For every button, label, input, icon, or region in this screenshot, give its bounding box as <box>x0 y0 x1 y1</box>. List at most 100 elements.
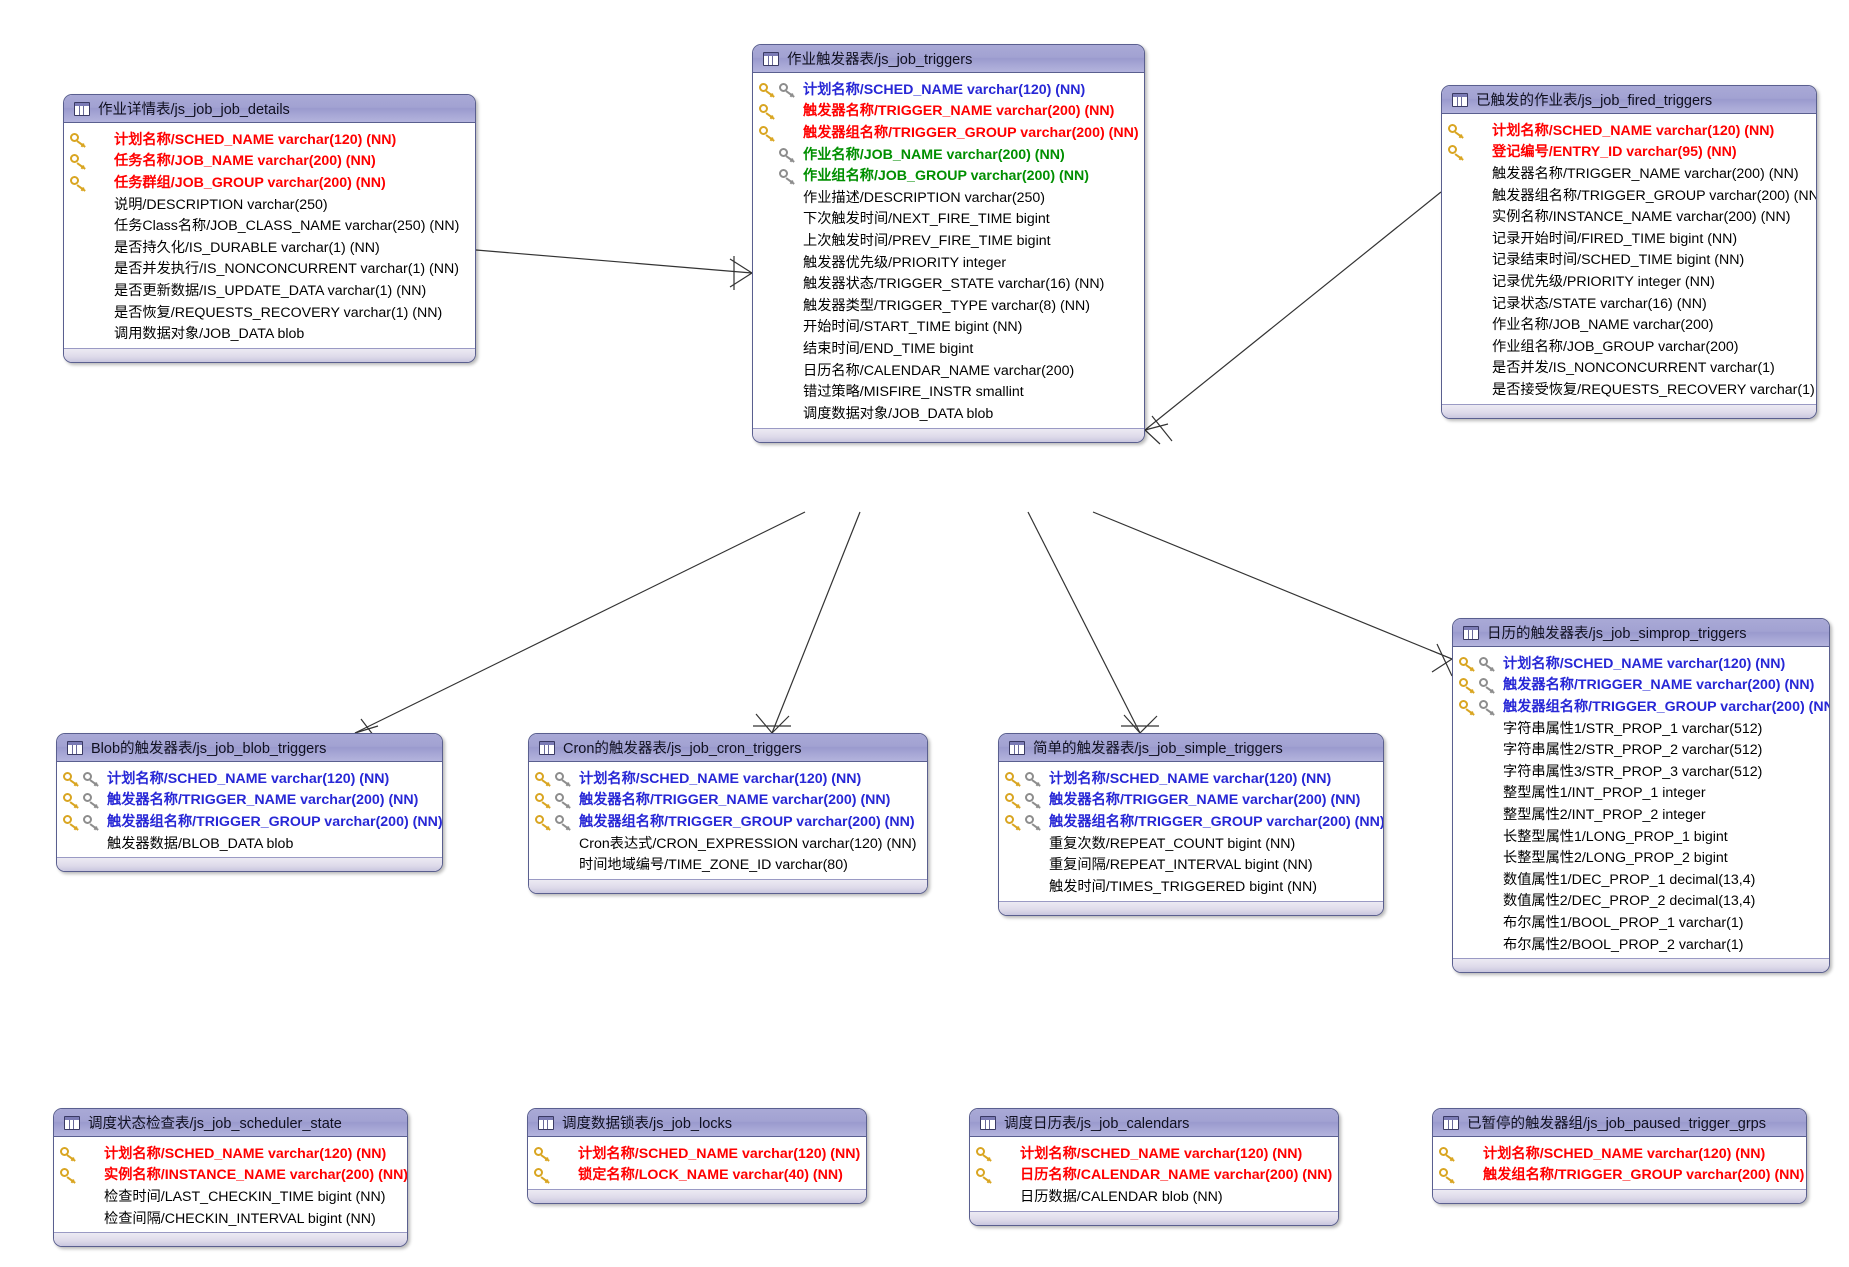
attribute-row[interactable]: 长整型属性2/LONG_PROP_2 bigint <box>1453 846 1829 868</box>
attribute-row[interactable]: 记录结束时间/SCHED_TIME bigint (NN) <box>1442 249 1816 271</box>
attribute-row[interactable]: 计划名称/SCHED_NAME varchar(120) (NN) <box>64 128 475 150</box>
attribute-row[interactable]: 作业组名称/JOB_GROUP varchar(200) <box>1442 335 1816 357</box>
attribute-row[interactable]: 日历名称/CALENDAR_NAME varchar(200) <box>753 359 1144 381</box>
attribute-row[interactable]: 触发器类型/TRIGGER_TYPE varchar(8) (NN) <box>753 294 1144 316</box>
entity-locks[interactable]: 调度数据锁表/js_job_locks 计划名称/SCHED_NAME varch… <box>527 1108 867 1205</box>
entity-job_triggers[interactable]: 作业触发器表/js_job_triggers 计划名称/SCHED_NAME va… <box>752 44 1145 443</box>
attribute-row[interactable]: 日历数据/CALENDAR blob (NN) <box>970 1185 1338 1207</box>
attribute-row[interactable]: 登记编号/ENTRY_ID varchar(95) (NN) <box>1442 141 1816 163</box>
entity-title-bar[interactable]: 已暂停的触发器组/js_job_paused_trigger_grps <box>1433 1109 1806 1137</box>
attribute-row[interactable]: 是否并发执行/IS_NONCONCURRENT varchar(1) (NN) <box>64 258 475 280</box>
attribute-row[interactable]: 计划名称/SCHED_NAME varchar(120) (NN) <box>1442 119 1816 141</box>
attribute-row[interactable]: 实例名称/INSTANCE_NAME varchar(200) (NN) <box>54 1164 407 1186</box>
attribute-row[interactable]: 是否更新数据/IS_UPDATE_DATA varchar(1) (NN) <box>64 279 475 301</box>
attribute-row[interactable]: 布尔属性1/BOOL_PROP_1 varchar(1) <box>1453 911 1829 933</box>
attribute-row[interactable]: 作业组名称/JOB_GROUP varchar(200) (NN) <box>753 164 1144 186</box>
entity-title-bar[interactable]: 日历的触发器表/js_job_simprop_triggers <box>1453 619 1829 647</box>
attribute-row[interactable]: 计划名称/SCHED_NAME varchar(120) (NN) <box>54 1142 407 1164</box>
entity-calendars[interactable]: 调度日历表/js_job_calendars 计划名称/SCHED_NAME va… <box>969 1108 1339 1226</box>
attribute-row[interactable]: 记录状态/STATE varchar(16) (NN) <box>1442 292 1816 314</box>
attribute-row[interactable]: 触发器名称/TRIGGER_NAME varchar(200) (NN) <box>753 100 1144 122</box>
attribute-row[interactable]: 计划名称/SCHED_NAME varchar(120) (NN) <box>1453 652 1829 674</box>
attribute-row[interactable]: 数值属性2/DEC_PROP_2 decimal(13,4) <box>1453 890 1829 912</box>
attribute-row[interactable]: 触发器名称/TRIGGER_NAME varchar(200) (NN) <box>57 789 442 811</box>
entity-blob_triggers[interactable]: Blob的触发器表/js_job_blob_triggers 计划名称/SCHED… <box>56 733 443 873</box>
entity-title-bar[interactable]: 作业触发器表/js_job_triggers <box>753 45 1144 73</box>
attribute-row[interactable]: 计划名称/SCHED_NAME varchar(120) (NN) <box>528 1142 866 1164</box>
entity-title-bar[interactable]: 调度数据锁表/js_job_locks <box>528 1109 866 1137</box>
attribute-row[interactable]: 触发组名称/TRIGGER_GROUP varchar(200) (NN) <box>1433 1164 1806 1186</box>
attribute-row[interactable]: 锁定名称/LOCK_NAME varchar(40) (NN) <box>528 1164 866 1186</box>
attribute-row[interactable]: 计划名称/SCHED_NAME varchar(120) (NN) <box>529 767 927 789</box>
attribute-row[interactable]: 是否恢复/REQUESTS_RECOVERY varchar(1) (NN) <box>64 301 475 323</box>
attribute-row[interactable]: 触发器组名称/TRIGGER_GROUP varchar(200) (NN) <box>1453 695 1829 717</box>
entity-title-bar[interactable]: 作业详情表/js_job_job_details <box>64 95 475 123</box>
attribute-row[interactable]: 触发器组名称/TRIGGER_GROUP varchar(200) (NN) <box>999 810 1383 832</box>
entity-scheduler_state[interactable]: 调度状态检查表/js_job_scheduler_state 计划名称/SCHED… <box>53 1108 408 1248</box>
attribute-row[interactable]: 触发器组名称/TRIGGER_GROUP varchar(200) (NN) <box>753 121 1144 143</box>
attribute-row[interactable]: Cron表达式/CRON_EXPRESSION varchar(120) (NN… <box>529 832 927 854</box>
entity-title-bar[interactable]: 调度日历表/js_job_calendars <box>970 1109 1338 1137</box>
attribute-row[interactable]: 字符串属性3/STR_PROP_3 varchar(512) <box>1453 760 1829 782</box>
attribute-row[interactable]: 任务名称/JOB_NAME varchar(200) (NN) <box>64 150 475 172</box>
attribute-row[interactable]: 时间地域编号/TIME_ZONE_ID varchar(80) <box>529 853 927 875</box>
attribute-row[interactable]: 作业名称/JOB_NAME varchar(200) <box>1442 313 1816 335</box>
attribute-row[interactable]: 触发器名称/TRIGGER_NAME varchar(200) (NN) <box>1453 674 1829 696</box>
attribute-row[interactable]: 任务Class名称/JOB_CLASS_NAME varchar(250) (N… <box>64 214 475 236</box>
attribute-row[interactable]: 作业描述/DESCRIPTION varchar(250) <box>753 186 1144 208</box>
attribute-row[interactable]: 开始时间/START_TIME bigint (NN) <box>753 316 1144 338</box>
entity-job_details[interactable]: 作业详情表/js_job_job_details 计划名称/SCHED_NAME … <box>63 94 476 363</box>
attribute-row[interactable]: 调度数据对象/JOB_DATA blob <box>753 402 1144 424</box>
entity-title-bar[interactable]: Blob的触发器表/js_job_blob_triggers <box>57 734 442 762</box>
attribute-row[interactable]: 说明/DESCRIPTION varchar(250) <box>64 193 475 215</box>
attribute-row[interactable]: 触发器状态/TRIGGER_STATE varchar(16) (NN) <box>753 272 1144 294</box>
entity-cron_triggers[interactable]: Cron的触发器表/js_job_cron_triggers 计划名称/SCHED… <box>528 733 928 894</box>
entity-simprop_triggers[interactable]: 日历的触发器表/js_job_simprop_triggers 计划名称/SCHE… <box>1452 618 1830 974</box>
attribute-row[interactable]: 重复次数/REPEAT_COUNT bigint (NN) <box>999 832 1383 854</box>
attribute-row[interactable]: 计划名称/SCHED_NAME varchar(120) (NN) <box>999 767 1383 789</box>
entity-title-bar[interactable]: 简单的触发器表/js_job_simple_triggers <box>999 734 1383 762</box>
attribute-row[interactable]: 触发器组名称/TRIGGER_GROUP varchar(200) (NN) <box>529 810 927 832</box>
attribute-row[interactable]: 触发时间/TIMES_TRIGGERED bigint (NN) <box>999 875 1383 897</box>
attribute-row[interactable]: 检查时间/LAST_CHECKIN_TIME bigint (NN) <box>54 1185 407 1207</box>
attribute-row[interactable]: 记录开始时间/FIRED_TIME bigint (NN) <box>1442 227 1816 249</box>
attribute-row[interactable]: 错过策略/MISFIRE_INSTR smallint <box>753 380 1144 402</box>
attribute-row[interactable]: 触发器组名称/TRIGGER_GROUP varchar(200) (NN) <box>1442 184 1816 206</box>
attribute-row[interactable]: 上次触发时间/PREV_FIRE_TIME bigint <box>753 229 1144 251</box>
attribute-row[interactable]: 字符串属性1/STR_PROP_1 varchar(512) <box>1453 717 1829 739</box>
attribute-row[interactable]: 记录优先级/PRIORITY integer (NN) <box>1442 270 1816 292</box>
attribute-row[interactable]: 长整型属性1/LONG_PROP_1 bigint <box>1453 825 1829 847</box>
attribute-row[interactable]: 整型属性2/INT_PROP_2 integer <box>1453 803 1829 825</box>
attribute-row[interactable]: 结束时间/END_TIME bigint <box>753 337 1144 359</box>
attribute-row[interactable]: 下次触发时间/NEXT_FIRE_TIME bigint <box>753 208 1144 230</box>
attribute-row[interactable]: 数值属性1/DEC_PROP_1 decimal(13,4) <box>1453 868 1829 890</box>
entity-paused_trigger_grps[interactable]: 已暂停的触发器组/js_job_paused_trigger_grps 计划名称/… <box>1432 1108 1807 1205</box>
attribute-row[interactable]: 触发器名称/TRIGGER_NAME varchar(200) (NN) <box>529 789 927 811</box>
entity-title-bar[interactable]: Cron的触发器表/js_job_cron_triggers <box>529 734 927 762</box>
attribute-row[interactable]: 检查间隔/CHECKIN_INTERVAL bigint (NN) <box>54 1207 407 1229</box>
attribute-row[interactable]: 计划名称/SCHED_NAME varchar(120) (NN) <box>57 767 442 789</box>
attribute-row[interactable]: 是否持久化/IS_DURABLE varchar(1) (NN) <box>64 236 475 258</box>
attribute-row[interactable]: 计划名称/SCHED_NAME varchar(120) (NN) <box>753 78 1144 100</box>
attribute-row[interactable]: 计划名称/SCHED_NAME varchar(120) (NN) <box>1433 1142 1806 1164</box>
attribute-row[interactable]: 触发器名称/TRIGGER_NAME varchar(200) (NN) <box>999 789 1383 811</box>
entity-title-bar[interactable]: 调度状态检查表/js_job_scheduler_state <box>54 1109 407 1137</box>
attribute-row[interactable]: 触发器数据/BLOB_DATA blob <box>57 832 442 854</box>
attribute-row[interactable]: 实例名称/INSTANCE_NAME varchar(200) (NN) <box>1442 205 1816 227</box>
attribute-row[interactable]: 调用数据对象/JOB_DATA blob <box>64 322 475 344</box>
attribute-row[interactable]: 重复间隔/REPEAT_INTERVAL bigint (NN) <box>999 853 1383 875</box>
attribute-row[interactable]: 作业名称/JOB_NAME varchar(200) (NN) <box>753 143 1144 165</box>
entity-simple_triggers[interactable]: 简单的触发器表/js_job_simple_triggers 计划名称/SCHED… <box>998 733 1384 916</box>
attribute-row[interactable]: 布尔属性2/BOOL_PROP_2 varchar(1) <box>1453 933 1829 955</box>
attribute-row[interactable]: 触发器优先级/PRIORITY integer <box>753 251 1144 273</box>
attribute-row[interactable]: 任务群组/JOB_GROUP varchar(200) (NN) <box>64 171 475 193</box>
attribute-row[interactable]: 是否接受恢复/REQUESTS_RECOVERY varchar(1) <box>1442 378 1816 400</box>
attribute-row[interactable]: 字符串属性2/STR_PROP_2 varchar(512) <box>1453 738 1829 760</box>
attribute-row[interactable]: 整型属性1/INT_PROP_1 integer <box>1453 782 1829 804</box>
attribute-row[interactable]: 触发器名称/TRIGGER_NAME varchar(200) (NN) <box>1442 162 1816 184</box>
attribute-row[interactable]: 计划名称/SCHED_NAME varchar(120) (NN) <box>970 1142 1338 1164</box>
attribute-row[interactable]: 日历名称/CALENDAR_NAME varchar(200) (NN) <box>970 1164 1338 1186</box>
attribute-row[interactable]: 触发器组名称/TRIGGER_GROUP varchar(200) (NN) <box>57 810 442 832</box>
attribute-row[interactable]: 是否并发/IS_NONCONCURRENT varchar(1) <box>1442 357 1816 379</box>
